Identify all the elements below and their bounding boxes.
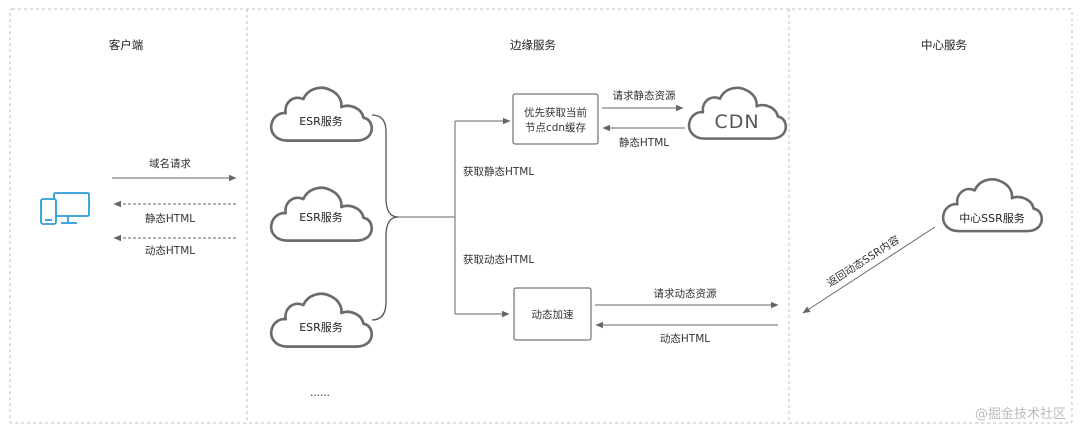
label-static-html-cdn: 静态HTML (619, 136, 669, 149)
esr-label-3: ESR服务 (299, 321, 343, 334)
desktop-and-phone-icon (40, 192, 90, 225)
arrow-return-dynamic-ssr (802, 226, 936, 314)
zone-title-client: 客户端 (109, 38, 144, 52)
esr-label-2: ESR服务 (299, 211, 343, 224)
label-static-html-client: 静态HTML (145, 212, 195, 225)
label-get-static-html: 获取静态HTML (463, 165, 534, 178)
watermark: @掘金技术社区 (975, 406, 1066, 422)
label-get-dynamic-html: 获取动态HTML (463, 253, 534, 266)
label-domain-request: 域名请求 (149, 157, 191, 170)
center-ssr-label: 中心SSR服务 (959, 212, 1025, 225)
curly-brace (371, 114, 399, 321)
zone-title-edge: 边缘服务 (510, 38, 556, 52)
ellipsis: ...... (310, 387, 330, 399)
label-request-static-resource: 请求静态资源 (613, 89, 676, 102)
cdn-label: CDN (714, 111, 759, 133)
cache-box-line1: 优先获取当前 (524, 106, 587, 119)
label-dynamic-html-client: 动态HTML (145, 244, 195, 257)
cache-box-line2: 节点cdn缓存 (525, 121, 587, 134)
cache-box (512, 93, 599, 145)
label-dynamic-html-center: 动态HTML (660, 332, 710, 345)
outer-frame (9, 8, 1073, 424)
zone-title-center: 中心服务 (921, 38, 967, 52)
label-return-dynamic-ssr: 返回动态SSR内容 (825, 233, 903, 290)
dynamic-box (513, 287, 592, 341)
label-request-dynamic-resource: 请求动态资源 (654, 287, 717, 300)
esr-label-1: ESR服务 (299, 115, 343, 128)
dynamic-box-label: 动态加速 (532, 308, 574, 321)
